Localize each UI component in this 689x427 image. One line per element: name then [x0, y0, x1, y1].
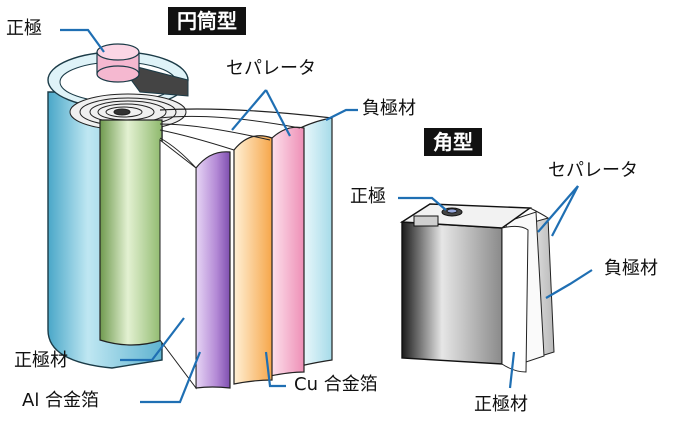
prismatic-case-body — [401, 221, 503, 365]
cylindrical-title: 円筒型 — [168, 7, 246, 35]
cylinder-positive-terminal — [96, 43, 140, 83]
leader-cyl-separator-b — [265, 89, 291, 137]
label-cyl-positive-material: 正極材 — [14, 350, 68, 371]
prismatic-cell — [399, 203, 555, 373]
layer-copper-foil — [299, 117, 333, 367]
label-cyl-positive-terminal: 正極 — [6, 18, 42, 39]
leader-pri-positive-mat — [508, 351, 516, 389]
prismatic-electrode-sheets — [501, 225, 529, 373]
leader-pri-separator-b — [551, 185, 579, 237]
layer-positive — [195, 151, 231, 389]
leader-cyl-positive-terminal — [60, 28, 105, 53]
label-pri-separator: セパレータ — [548, 160, 638, 181]
leader-cyl-cu-foil — [264, 351, 286, 388]
label-cyl-al-foil: Al 合金箔 — [22, 390, 100, 411]
label-pri-positive-terminal: 正極 — [350, 186, 386, 207]
label-pri-positive-material: 正極材 — [474, 394, 528, 415]
layer-negative — [269, 126, 305, 377]
leader-pri-negative — [545, 269, 593, 299]
prismatic-positive-terminal — [441, 207, 463, 217]
leader-pri-separator-a — [537, 185, 579, 233]
leader-lines — [60, 28, 593, 404]
cylindrical-cell — [47, 43, 333, 390]
label-pri-negative: 負極材 — [604, 258, 658, 279]
leader-pri-terminal — [398, 196, 447, 211]
prismatic-title: 角型 — [424, 128, 482, 156]
label-cyl-negative: 負極材 — [362, 98, 416, 119]
leader-cyl-separator-a — [231, 89, 267, 131]
leader-cyl-al-foil — [140, 351, 202, 404]
leader-cyl-negative — [325, 108, 358, 121]
layer-separator — [233, 135, 273, 385]
label-cyl-cu-foil: Cu 合金箔 — [294, 374, 378, 395]
leader-cyl-positive-mat — [120, 317, 185, 362]
label-cyl-separator: セパレータ — [226, 58, 316, 79]
cylinder-core — [99, 119, 163, 346]
